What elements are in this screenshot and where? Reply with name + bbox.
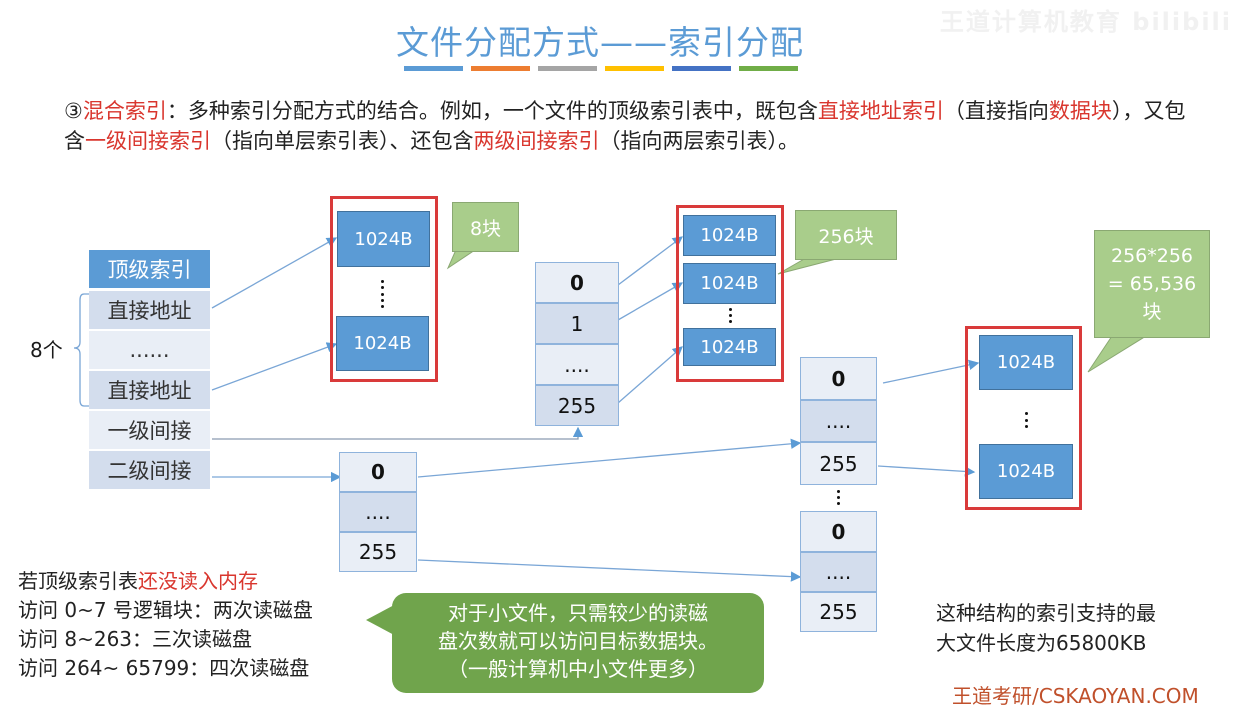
arrow-l2-0 xyxy=(882,359,980,384)
index-entry: 255 xyxy=(535,385,619,426)
note-line: 若顶级索引表还没读入内存 xyxy=(18,567,313,596)
arrow-direct-first xyxy=(211,237,338,309)
page-title: 文件分配方式——索引分配 xyxy=(396,23,804,62)
brace xyxy=(73,293,92,407)
direct-blocks-group xyxy=(330,196,438,382)
bubble-tail xyxy=(366,604,396,636)
arrow-single-indirect xyxy=(212,426,584,440)
intro-text: ），又包含 xyxy=(64,99,1186,153)
intro-paragraph: ③混合索引：多种索引分配方式的结合。例如，一个文件的顶级索引表中，既包含直接地址… xyxy=(64,96,1204,156)
summary-line: 这种结构的索引支持的最 xyxy=(936,601,1156,625)
vertical-ellipsis xyxy=(835,490,841,505)
small-file-bubble: 对于小文件，只需较少的读磁 盘次数就可以访问目标数据块。 （一般计算机中小文件更… xyxy=(392,593,764,693)
color-bar xyxy=(739,66,798,71)
data-block: 1024B xyxy=(979,444,1073,499)
arrow-single-255 xyxy=(617,346,683,404)
vertical-ellipsis xyxy=(379,280,385,308)
top-index-row: 直接地址 xyxy=(89,291,210,329)
arrow-l1-0 xyxy=(417,438,802,478)
index-entry: 255 xyxy=(800,442,877,485)
callout-line: 块 xyxy=(1142,301,1162,323)
arrow-single-1 xyxy=(617,282,684,321)
callout-tail xyxy=(1087,335,1148,373)
brace-label: 8个 xyxy=(30,338,63,362)
color-bar xyxy=(538,66,597,71)
callout-line: 256*256 xyxy=(1110,245,1194,267)
intro-term: 两级间接索引 xyxy=(473,129,600,153)
index-entry: .... xyxy=(339,492,417,532)
vertical-ellipsis xyxy=(1023,412,1029,428)
intro-prefix: ③ xyxy=(64,99,83,123)
color-bar xyxy=(672,66,731,71)
access-notes: 若顶级索引表还没读入内存 访问 0~7 号逻辑块：两次读磁盘 访问 8~263：… xyxy=(18,567,313,683)
title-color-bars xyxy=(404,66,798,71)
callout-direct-count: 8块 xyxy=(452,202,519,252)
intro-text: ：多种索引分配方式的结合。例如，一个文件的顶级索引表中，既包含 xyxy=(166,99,818,123)
callout-single-count: 256块 xyxy=(795,210,897,260)
callout-double-count: 256*256 = 65,536 块 xyxy=(1094,230,1210,338)
note-line: 访问 264~ 65799：四次读磁盘 xyxy=(18,656,310,680)
data-block: 1024B xyxy=(683,328,776,366)
color-bar xyxy=(605,66,664,71)
intro-term: 直接地址索引 xyxy=(817,99,944,123)
bubble-line: （一般计算机中小文件更多） xyxy=(448,657,708,681)
top-index-row: ...... xyxy=(89,331,210,369)
arrow-single-0 xyxy=(617,236,684,286)
max-size-summary: 这种结构的索引支持的最 大文件长度为65800KB xyxy=(936,598,1156,658)
data-block: 1024B xyxy=(979,335,1073,390)
vertical-ellipsis xyxy=(727,308,733,323)
single-indirect-blocks-group xyxy=(676,205,784,382)
color-bar xyxy=(471,66,530,71)
index-entry: 1 xyxy=(535,303,619,344)
index-entry: 0 xyxy=(800,357,877,400)
index-entry: 0 xyxy=(800,511,877,552)
bubble-line: 对于小文件，只需较少的读磁 xyxy=(448,601,708,625)
data-block: 1024B xyxy=(683,263,776,304)
index-entry: 255 xyxy=(339,532,417,572)
arrow-direct-last xyxy=(211,342,338,391)
data-block: 1024B xyxy=(337,211,430,267)
footer-brand: 王道考研/CSKAOYAN.COM xyxy=(952,684,1199,708)
index-entry: .... xyxy=(800,552,877,592)
top-index-row: 直接地址 xyxy=(89,371,210,409)
intro-term: 一级间接索引 xyxy=(85,129,211,153)
top-index-header: 顶级索引 xyxy=(89,250,210,288)
index-entry: .... xyxy=(535,344,619,385)
color-bar xyxy=(404,66,463,71)
index-entry: .... xyxy=(800,400,877,442)
arrow-l1-255 xyxy=(417,559,802,582)
intro-text: （直接指向 xyxy=(943,99,1049,123)
data-block: 1024B xyxy=(683,215,776,256)
double-indirect-blocks-group xyxy=(965,326,1082,510)
index-entry: 0 xyxy=(535,262,619,303)
intro-term: 数据块 xyxy=(1048,99,1112,123)
data-block: 1024B xyxy=(336,316,429,371)
note-line: 访问 8~263：三次读磁盘 xyxy=(18,627,253,651)
watermark: 王道计算机教育 bilibili xyxy=(939,8,1232,36)
callout-line: = 65,536 xyxy=(1107,273,1197,295)
top-index-row: 一级间接 xyxy=(89,411,210,449)
arrow-l2-255 xyxy=(877,465,976,477)
note-text: 若顶级索引表 xyxy=(18,569,138,593)
note-highlight: 还没读入内存 xyxy=(138,569,258,593)
index-entry: 255 xyxy=(800,592,877,632)
index-entry: 0 xyxy=(339,452,417,492)
top-index-row: 二级间接 xyxy=(89,451,210,489)
intro-term: 混合索引 xyxy=(82,99,167,123)
note-line: 访问 0~7 号逻辑块：两次读磁盘 xyxy=(18,598,313,622)
bubble-line: 盘次数就可以访问目标数据块。 xyxy=(438,629,718,653)
callout-tail xyxy=(777,257,841,275)
intro-text: （指向两层索引表）。 xyxy=(599,129,800,153)
intro-text: （指向单层索引表）、还包含 xyxy=(211,129,474,153)
summary-line: 大文件长度为65800KB xyxy=(936,631,1147,655)
